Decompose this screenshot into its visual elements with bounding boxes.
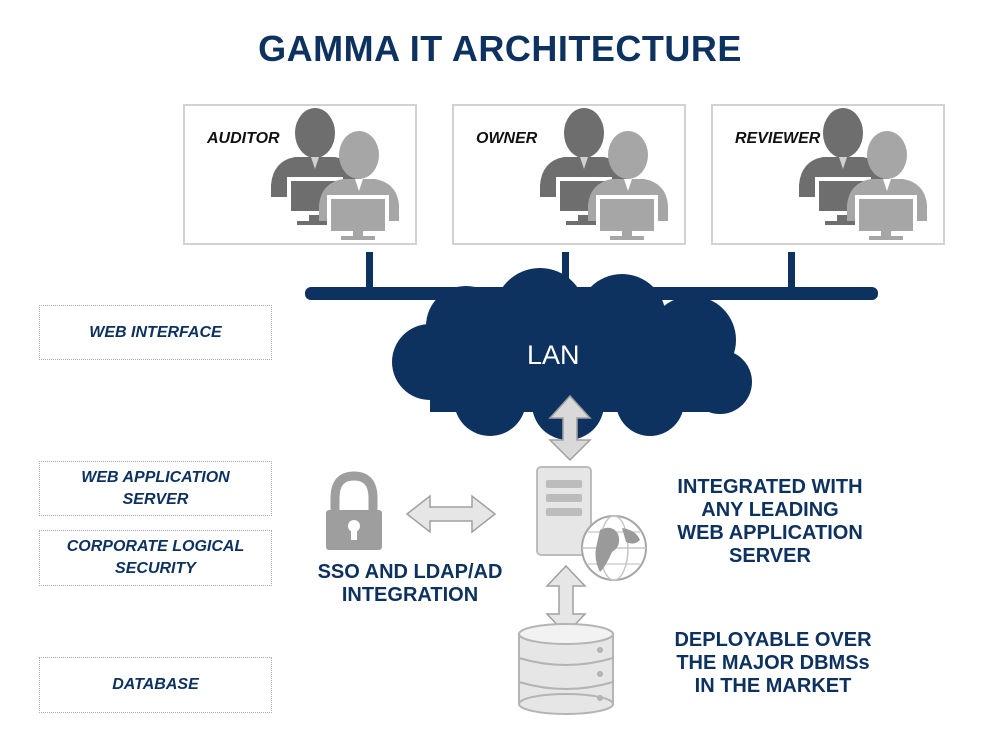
caption-db-line1: DEPLOYABLE OVER: [674, 629, 872, 651]
diagram-title: GAMMA IT ARCHITECTURE: [258, 28, 742, 69]
users-computer-icon: [540, 108, 668, 240]
caption-server-line4: SERVER: [729, 545, 811, 567]
double-arrow-icon: [548, 394, 592, 462]
users-computer-icon: [271, 108, 399, 240]
lan-label: LAN: [527, 340, 580, 370]
layer-web-application-server: WEB APPLICATION SERVER: [39, 461, 272, 516]
caption-server-line3: WEB APPLICATION: [677, 522, 863, 544]
user-box-reviewer: REVIEWER: [711, 104, 945, 245]
user-box-auditor: AUDITOR: [183, 104, 417, 245]
role-label-owner: OWNER: [476, 130, 538, 147]
double-arrow-icon: [405, 494, 497, 534]
layer-corporate-security: CORPORATE LOGICAL SECURITY: [39, 530, 272, 586]
caption-server-line2: ANY LEADING: [701, 499, 839, 521]
caption-server: INTEGRATED WITH ANY LEADING WEB APPLICAT…: [650, 476, 890, 568]
caption-database: DEPLOYABLE OVER THE MAJOR DBMSs IN THE M…: [648, 629, 898, 698]
caption-sso-line1: SSO AND LDAP/AD: [317, 561, 503, 583]
cloud-icon: [392, 268, 752, 440]
layer-web-interface: WEB INTERFACE: [39, 305, 272, 360]
layer-web-app-label-line2: SERVER: [122, 490, 189, 508]
globe-icon: [581, 515, 647, 581]
layer-web-interface-label: WEB INTERFACE: [89, 323, 222, 341]
lock-icon: [326, 471, 382, 550]
caption-sso: SSO AND LDAP/AD INTEGRATION: [300, 561, 520, 607]
layer-database-label: DATABASE: [112, 676, 199, 693]
drop-line-reviewer: [788, 252, 795, 294]
layer-database: DATABASE: [39, 657, 272, 713]
server-icon: [536, 466, 592, 556]
caption-db-line2: THE MAJOR DBMSs: [676, 652, 870, 674]
user-box-owner: OWNER: [452, 104, 686, 245]
caption-server-line1: INTEGRATED WITH: [677, 476, 863, 498]
users-computer-icon: [799, 108, 927, 240]
layer-security-label-line2: SECURITY: [115, 560, 196, 577]
role-label-auditor: AUDITOR: [207, 130, 280, 147]
role-label-reviewer: REVIEWER: [735, 130, 821, 147]
layer-security-label-line1: CORPORATE LOGICAL: [66, 538, 245, 555]
database-icon: [518, 623, 614, 715]
drop-line-owner: [562, 252, 569, 294]
caption-db-line3: IN THE MARKET: [694, 675, 852, 697]
layer-web-app-label-line1: WEB APPLICATION: [81, 468, 230, 486]
caption-sso-line2: INTEGRATION: [341, 584, 479, 606]
drop-line-auditor: [366, 252, 373, 294]
